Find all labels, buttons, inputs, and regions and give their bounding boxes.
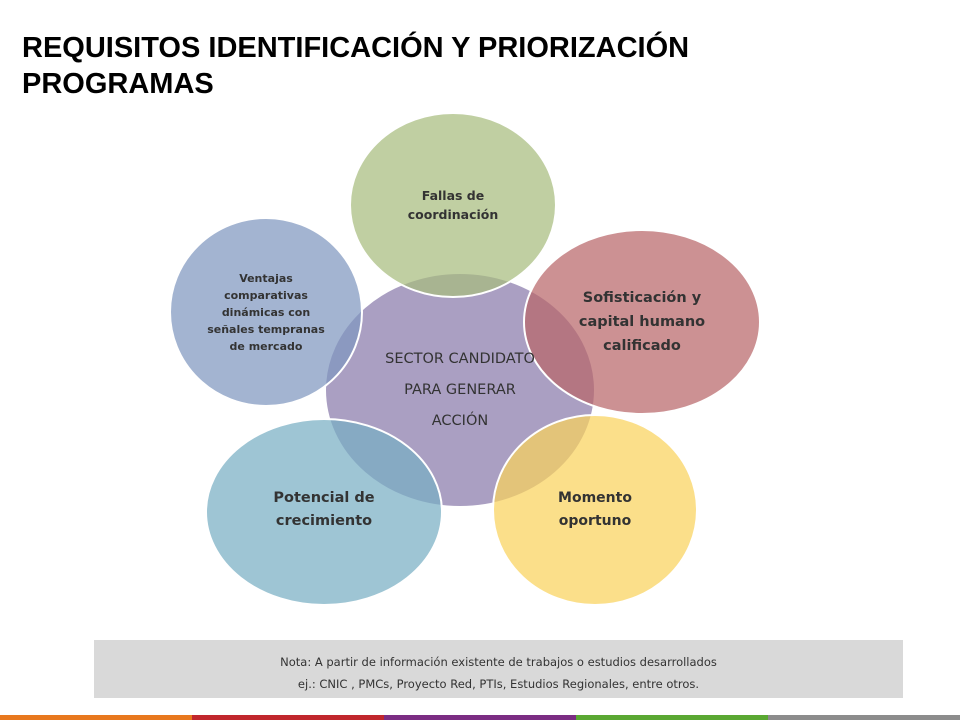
center-label-line-1: SECTOR CANDIDATO [385,350,535,367]
footer-segment-green [576,715,768,720]
title-line-1: REQUISITOS IDENTIFICACIÓN Y PRIORIZACIÓN [22,32,690,64]
node-label-fallas: Fallas de coordinación [407,188,499,222]
node-circle-fallas [349,112,557,298]
footer-segment-gray [768,715,960,720]
requirements-diagram [169,112,761,606]
center-label-line-3: ACCIÓN [431,412,489,429]
center-label-line-2: PARA GENERAR [404,381,516,398]
slide-title: REQUISITOS IDENTIFICACIÓN Y PRIORIZACIÓN… [22,30,922,102]
note-box: Nota: A partir de información existente … [94,640,903,698]
node-label-momento: Momento oportuno [558,490,632,529]
node-circle-potencial [205,418,443,606]
center-label: SECTOR CANDIDATO PARA GENERAR ACCIÓN [360,330,560,450]
node-circle-sofisticacion [523,229,761,415]
footer-segment-orange [0,715,192,720]
footer-segment-purple [384,715,576,720]
node-label-ventajas: Ventajas comparativas dinámicas con seña… [207,271,325,353]
footer-color-bar [0,715,960,720]
note-line-1: Nota: A partir de información existente … [280,655,717,669]
footer-segment-red [192,715,384,720]
title-line-2: PROGRAMAS [22,68,214,100]
node-label-sofisticacion: Sofisticación y capital humano calificad… [578,290,706,354]
node-label-potencial: Potencial de crecimiento [273,490,375,529]
note-line-2: ej.: CNIC , PMCs, Proyecto Red, PTIs, Es… [297,677,700,691]
node-circle-momento [492,414,698,606]
node-circle-ventajas [169,217,363,407]
